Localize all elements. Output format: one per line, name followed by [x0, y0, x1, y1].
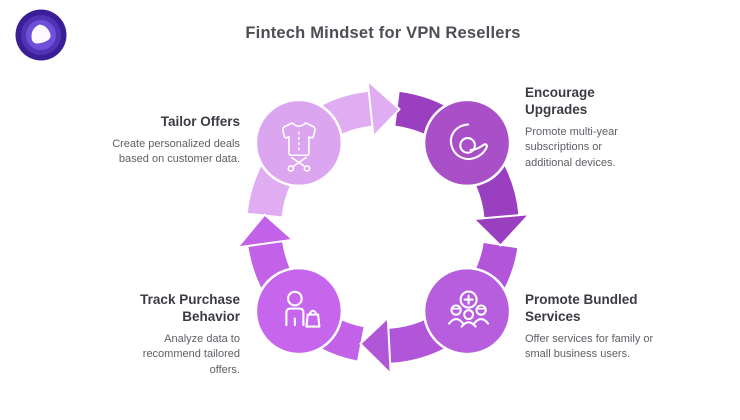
- node-description-track-purchase: Analyze data to recommend tailored offer…: [142, 333, 240, 376]
- logo-triangle-mark-icon: [31, 24, 51, 44]
- people-plus-icon: [448, 290, 490, 328]
- page-title: Fintech Mindset for VPN Resellers: [245, 24, 521, 42]
- node-title-encourage-upgrades: Encourage Upgrades: [525, 85, 595, 117]
- node-circle-encourage-upgrades: [422, 98, 512, 188]
- shirt-scissors-icon: [282, 122, 316, 172]
- person-shopping-bag-icon: [285, 290, 321, 328]
- node-label-track-purchase: Track Purchase Behavior Analyze data to …: [128, 291, 240, 378]
- node-label-promote-bundled: Promote Bundled Services Offer services …: [525, 291, 655, 363]
- node-description-encourage-upgrades: Promote multi-year subscriptions or addi…: [525, 126, 618, 169]
- node-title-track-purchase: Track Purchase Behavior: [140, 292, 240, 324]
- purevpn-logo: [15, 9, 67, 61]
- flow-arrowhead-bottom-icon: [359, 316, 392, 375]
- node-label-tailor-offers: Tailor Offers Create personalized deals …: [105, 113, 240, 168]
- node-description-promote-bundled: Offer services for family or small busin…: [525, 333, 654, 361]
- node-circle-track-purchase: [254, 266, 344, 356]
- node-title-promote-bundled: Promote Bundled Services: [525, 292, 638, 324]
- flow-arrowhead-right-icon: [472, 213, 531, 247]
- node-label-encourage-upgrades: Encourage Upgrades Promote multi-year su…: [525, 84, 643, 171]
- node-description-tailor-offers: Create personalized deals based on custo…: [112, 138, 240, 166]
- hand-holding-circle-icon: [449, 123, 488, 161]
- flow-arrowhead-left-icon: [236, 213, 294, 249]
- node-title-tailor-offers: Tailor Offers: [160, 114, 240, 129]
- flow-arrowhead-top-icon: [366, 79, 401, 138]
